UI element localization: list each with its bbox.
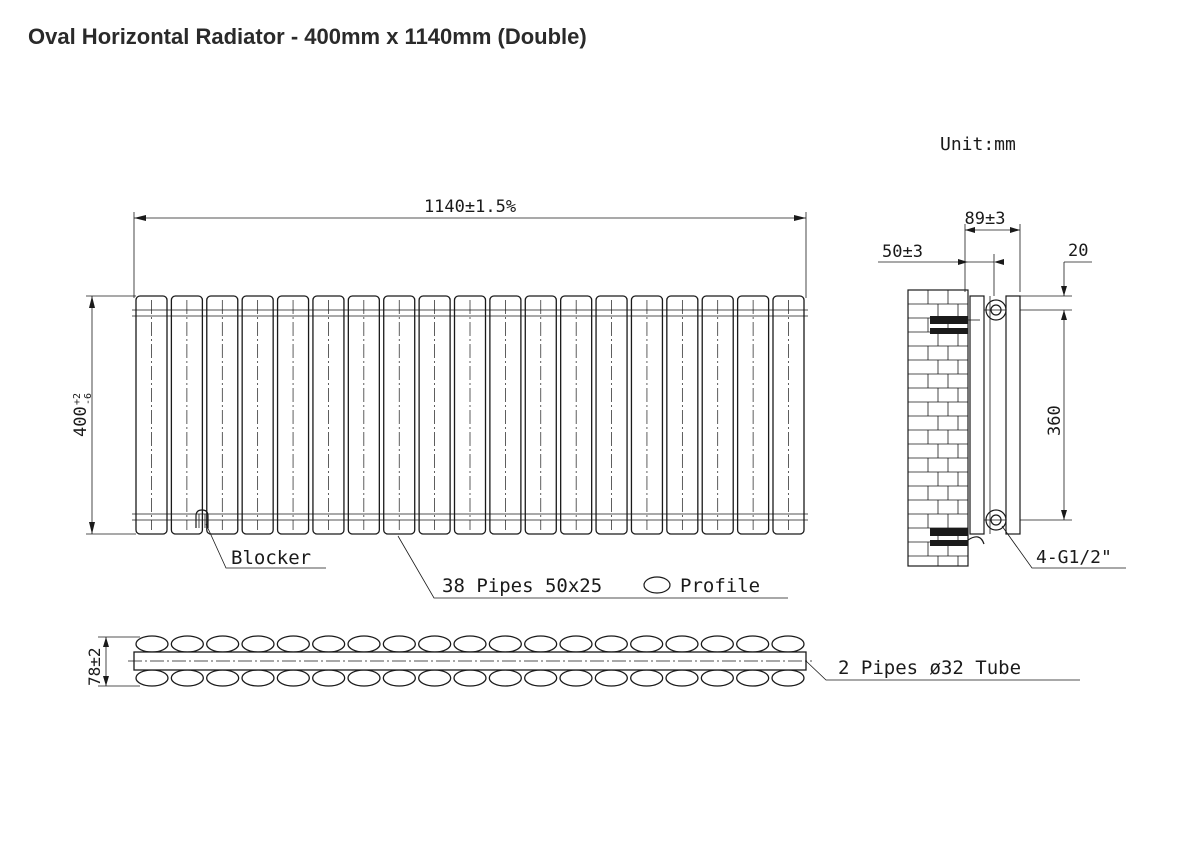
top-oval-pipe (170, 635, 204, 653)
pipes-profile-label: 38 Pipes 50x25 (442, 575, 602, 597)
oval-profile-icon (643, 576, 671, 594)
top-oval-pipe (559, 635, 593, 653)
bracket-bottom-icon (930, 528, 985, 546)
top-oval-pipe (382, 635, 416, 653)
front-width-dimension: 1140±1.5% (424, 197, 516, 217)
top-view: 78±2 2 Pipes ø32 Tube (85, 635, 1080, 687)
top-oval-pipe (453, 669, 487, 687)
top-oval-pipe (276, 635, 310, 653)
connection-top-icon (985, 299, 1007, 321)
unit-label: Unit:mm (940, 134, 1016, 155)
top-oval-pipe (418, 669, 452, 687)
top-oval-pipe (135, 635, 169, 653)
top-oval-pipe (312, 635, 346, 653)
front-view: 1140±1.5% 400 +2 -6 Blocker 38 Pipes 50x… (71, 197, 808, 599)
top-oval-pipe (630, 635, 664, 653)
top-oval-pipe (206, 669, 240, 687)
bracket-top-icon (930, 316, 980, 334)
top-oval-pipe (488, 635, 522, 653)
top-oval-pipe (771, 635, 805, 653)
centres-dimension: 360 (1045, 405, 1065, 436)
top-oval-pipe (488, 669, 522, 687)
top-oval-pipe (312, 669, 346, 687)
connection-label: 4-G1/2" (1036, 547, 1112, 568)
top-oval-pipe (736, 635, 770, 653)
top-oval-pipe (206, 635, 240, 653)
top-oval-pipe (382, 669, 416, 687)
top-oval-pipe (347, 635, 381, 653)
front-height-dimension: 400 (71, 406, 91, 437)
top-oval-pipe (700, 635, 734, 653)
top-oval-pipe (594, 635, 628, 653)
top-oval-pipe (135, 669, 169, 687)
offset-dimension: 20 (1068, 241, 1088, 261)
tube-label: 2 Pipes ø32 Tube (838, 657, 1021, 679)
top-oval-pipe (241, 635, 275, 653)
wall-gap-dimension: 50±3 (882, 242, 923, 262)
top-oval-pipe (276, 669, 310, 687)
top-oval-pipe (347, 669, 381, 687)
top-oval-pipe (524, 669, 558, 687)
top-depth-dimension: 78±2 (85, 647, 104, 686)
top-oval-pipe (418, 635, 452, 653)
top-oval-pipe (453, 635, 487, 653)
side-view: 89±3 50±3 20 360 4-G1/2" (878, 209, 1126, 569)
top-oval-pipe (559, 669, 593, 687)
top-oval-pipe (771, 669, 805, 687)
top-oval-pipe (594, 669, 628, 687)
top-oval-pipe (665, 635, 699, 653)
top-oval-pipe (524, 635, 558, 653)
front-height-tolerance-lower: -6 (83, 393, 94, 405)
top-oval-pipe (241, 669, 275, 687)
top-oval-pipe (170, 669, 204, 687)
pipes-profile-suffix: Profile (680, 575, 760, 597)
top-oval-pipe (736, 669, 770, 687)
top-oval-pipe (630, 669, 664, 687)
page-title: Oval Horizontal Radiator - 400mm x 1140m… (28, 24, 587, 49)
front-pipes-group (135, 295, 805, 535)
side-depth-dimension: 89±3 (965, 209, 1006, 229)
front-height-tolerance-upper: +2 (72, 393, 83, 405)
blocker-label: Blocker (231, 547, 311, 569)
top-oval-pipe (700, 669, 734, 687)
blocker-icon (195, 509, 209, 528)
top-oval-pipe (665, 669, 699, 687)
top-ovals-group (135, 635, 805, 687)
connection-bottom-icon (985, 509, 1007, 531)
